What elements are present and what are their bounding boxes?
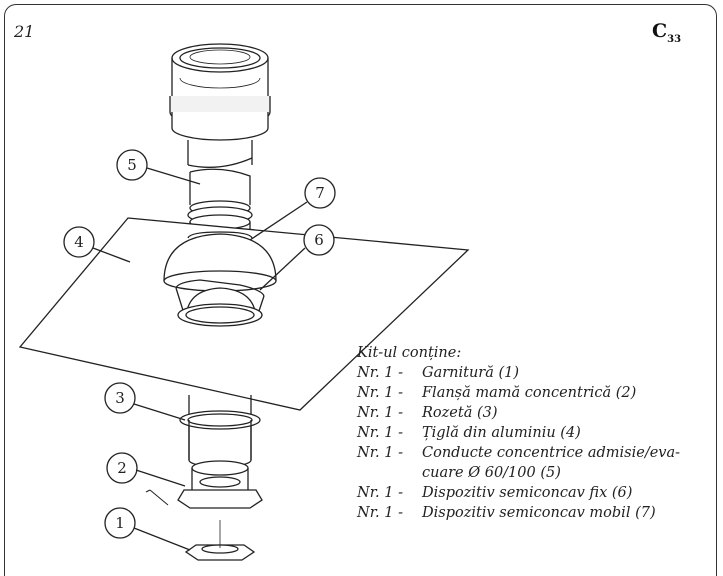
terminal-cap [169, 43, 271, 168]
kit-item-text: Garnitură (1) [422, 365, 520, 381]
svg-text:4: 4 [74, 233, 84, 251]
callout-5: 5 [116, 149, 201, 185]
kit-item-text: Flanșă mamă concentrică (2) [422, 385, 637, 401]
figure-number: 21 [14, 22, 35, 41]
callout-4: 4 [63, 226, 131, 263]
kit-item-nr: Nr. 1 - [357, 425, 403, 441]
kit-item-text: Rozetă (3) [422, 405, 498, 421]
configuration-code: C33 [652, 20, 681, 45]
svg-text:7: 7 [315, 184, 325, 202]
kit-item-nr: Nr. 1 - [357, 385, 403, 401]
svg-text:1: 1 [115, 514, 125, 532]
lower-duct-assembly [145, 395, 263, 561]
kit-item: Nr. 1 - Țiglă din aluminiu (4) [357, 423, 722, 443]
kit-item: Nr. 1 - Garnitură (1) [357, 363, 722, 383]
callout-7: 7 [249, 177, 336, 241]
callout-2: 2 [106, 452, 186, 487]
kit-item: Nr. 1 - Dispozitiv semiconcav mobil (7) [357, 503, 722, 523]
kit-item-text: Dispozitiv semiconcav fix (6) [422, 485, 633, 501]
kit-item-nr: Nr. 1 - [357, 505, 403, 521]
kit-title: Kit-ul conține: [357, 345, 462, 361]
kit-item: Nr. 1 - Conducte concentrice admisie/eva- [357, 443, 722, 463]
kit-item-text: Conducte concentrice admisie/eva- [422, 445, 681, 461]
kit-item-nr: Nr. 1 - [357, 405, 403, 421]
svg-text:6: 6 [314, 231, 324, 249]
kit-item: Nr. 1 - Rozetă (3) [357, 403, 722, 423]
kit-item-text: Dispozitiv semiconcav mobil (7) [422, 505, 656, 521]
kit-item-continuation: cuare Ø 60/100 (5) [422, 465, 561, 481]
svg-text:3: 3 [115, 389, 125, 407]
kit-item-nr: Nr. 1 - [357, 365, 403, 381]
svg-text:2: 2 [117, 459, 127, 477]
kit-contents-list: Kit-ul conține: Nr. 1 - Garnitură (1) Nr.… [357, 343, 722, 523]
kit-item-text: Țiglă din aluminiu (4) [422, 425, 581, 441]
callout-1: 1 [104, 507, 191, 551]
callout-6: 6 [259, 224, 335, 291]
kit-item: Nr. 1 - Flanșă mamă concentrică (2) [357, 383, 722, 403]
kit-item-nr: Nr. 1 - [357, 485, 403, 501]
semi-concave-devices [163, 231, 277, 327]
code-main: C [652, 20, 668, 42]
figure-frame [4, 4, 717, 576]
svg-text:5: 5 [127, 156, 137, 174]
kit-item: Nr. 1 - Dispozitiv semiconcav fix (6) [357, 483, 722, 503]
code-sub: 33 [667, 33, 682, 45]
callout-3: 3 [104, 382, 186, 421]
kit-item-nr: Nr. 1 - [357, 445, 403, 461]
